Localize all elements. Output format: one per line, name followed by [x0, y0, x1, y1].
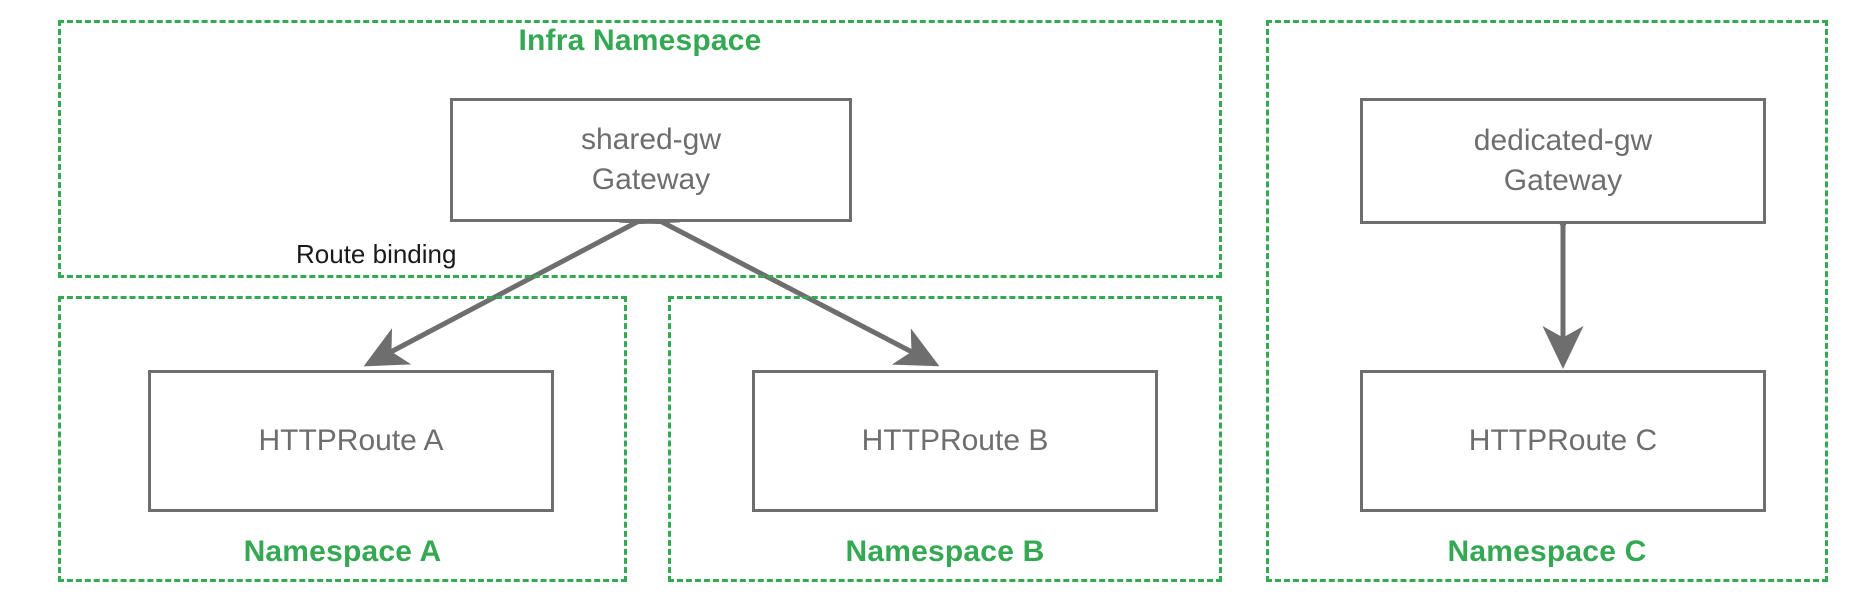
namespace-label-b: Namespace B: [845, 535, 1045, 568]
resource-label-line1: HTTPRoute B: [861, 424, 1049, 457]
resource-box-httproute-b[interactable]: HTTPRoute B: [752, 370, 1158, 512]
resource-label-line2: Gateway: [591, 163, 711, 196]
resource-label-httproute-a: HTTPRoute A: [258, 421, 443, 461]
resource-label-dedicated-gw: dedicated-gw Gateway: [1474, 121, 1652, 201]
resource-label-line2: Gateway: [1503, 164, 1623, 197]
namespace-label-c: Namespace C: [1447, 535, 1647, 568]
namespace-container-infra[interactable]: [58, 20, 1222, 278]
resource-box-httproute-a[interactable]: HTTPRoute A: [148, 370, 554, 512]
namespace-label-infra: Infra Namespace: [518, 24, 762, 57]
namespace-container-c[interactable]: [1266, 20, 1828, 582]
resource-box-dedicated-gw[interactable]: dedicated-gw Gateway: [1360, 98, 1766, 224]
resource-label-line1: shared-gw: [580, 123, 722, 156]
resource-box-shared-gw[interactable]: shared-gw Gateway: [450, 98, 852, 222]
resource-label-line1: dedicated-gw: [1473, 124, 1653, 157]
resource-label-shared-gw: shared-gw Gateway: [581, 120, 721, 200]
namespace-container-a[interactable]: [58, 296, 627, 582]
resource-label-line1: HTTPRoute A: [258, 424, 444, 457]
resource-label-line1: HTTPRoute C: [1468, 424, 1658, 457]
namespace-label-a: Namespace A: [243, 535, 442, 568]
resource-box-httproute-c[interactable]: HTTPRoute C: [1360, 370, 1766, 512]
namespace-container-b[interactable]: [668, 296, 1222, 582]
edge-label-route-binding: Route binding: [296, 239, 457, 269]
resource-label-httproute-c: HTTPRoute C: [1469, 421, 1657, 461]
resource-label-httproute-b: HTTPRoute B: [862, 421, 1049, 461]
